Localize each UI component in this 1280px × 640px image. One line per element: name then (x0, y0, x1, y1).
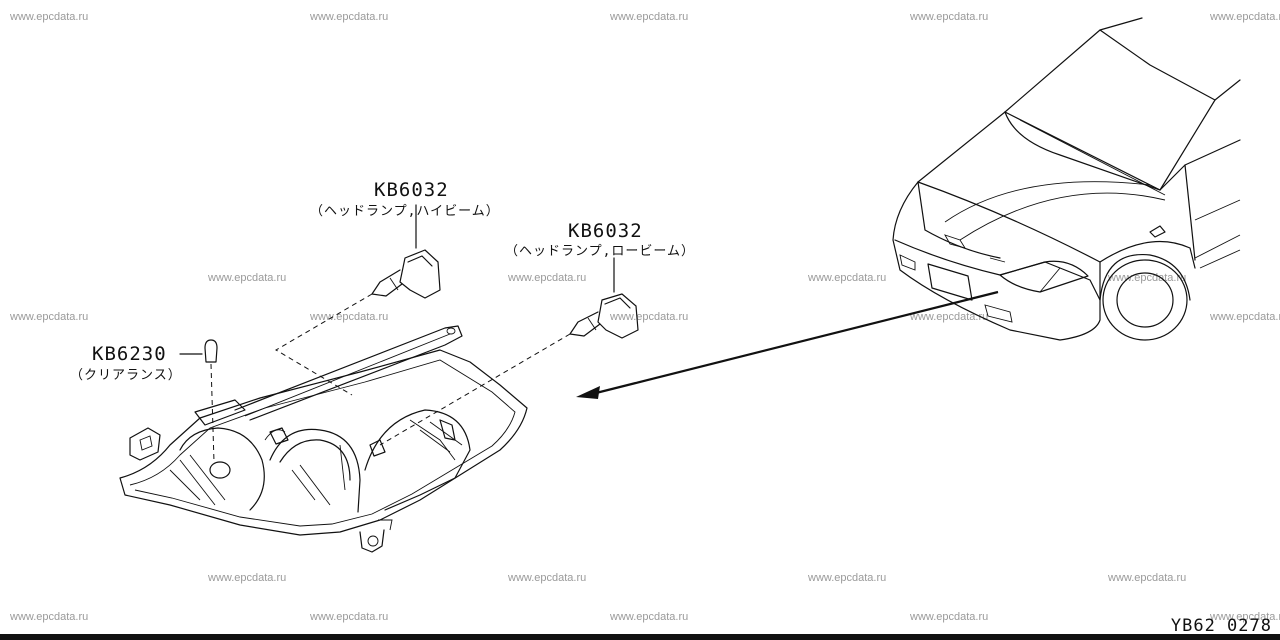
watermark: www.epcdata.ru (1210, 311, 1280, 323)
watermark: www.epcdata.ru (310, 611, 389, 623)
watermark: www.epcdata.ru (1108, 572, 1187, 584)
watermark: www.epcdata.ru (610, 11, 689, 23)
callout-high-beam-desc: （ヘッドランプ,ハイビーム） (310, 200, 500, 219)
watermark: www.epcdata.ru (610, 611, 689, 623)
watermark: www.epcdata.ru (310, 311, 389, 323)
install-guide-lines (210, 293, 571, 463)
part-description: （ヘッドランプ,ハイビーム） (310, 204, 500, 219)
figure-id: YB62 0278 (1170, 616, 1272, 636)
clearance-bulb (179, 339, 218, 363)
watermark: www.epcdata.ru (910, 11, 989, 23)
callout-high-beam: KB6032 (374, 179, 449, 201)
part-code: KB6032 (374, 179, 449, 201)
pointer-arrow (576, 290, 999, 399)
watermark: www.epcdata.ru (910, 611, 989, 623)
watermark: www.epcdata.ru (1210, 11, 1280, 23)
watermark: www.epcdata.ru (10, 11, 89, 23)
low-beam-bulb (569, 257, 639, 339)
part-code: KB6230 (92, 343, 167, 365)
callout-low-beam: KB6032 (568, 220, 643, 242)
headlamp-assembly (119, 325, 528, 553)
callout-low-beam-desc: （ヘッドランプ,ロービーム） (505, 240, 695, 259)
bottom-border (0, 634, 1280, 640)
watermark: www.epcdata.ru (508, 272, 587, 284)
callout-clearance-desc: （クリアランス） (70, 364, 182, 383)
watermark: www.epcdata.ru (1210, 611, 1280, 623)
watermark: www.epcdata.ru (808, 272, 887, 284)
watermark: www.epcdata.ru (10, 311, 89, 323)
callout-clearance: KB6230 (92, 343, 167, 365)
part-description: （クリアランス） (70, 368, 182, 383)
watermark: www.epcdata.ru (508, 572, 587, 584)
watermark: www.epcdata.ru (910, 311, 989, 323)
watermark: www.epcdata.ru (310, 11, 389, 23)
watermark: www.epcdata.ru (208, 572, 287, 584)
watermark: www.epcdata.ru (808, 572, 887, 584)
watermark: www.epcdata.ru (1108, 272, 1187, 284)
watermark: www.epcdata.ru (610, 311, 689, 323)
high-beam-bulb (371, 204, 441, 299)
vehicle-front-illustration (892, 17, 1241, 341)
watermark: www.epcdata.ru (208, 272, 287, 284)
part-description: （ヘッドランプ,ロービーム） (505, 244, 696, 259)
watermark: www.epcdata.ru (10, 611, 89, 623)
part-code: KB6032 (568, 220, 643, 242)
